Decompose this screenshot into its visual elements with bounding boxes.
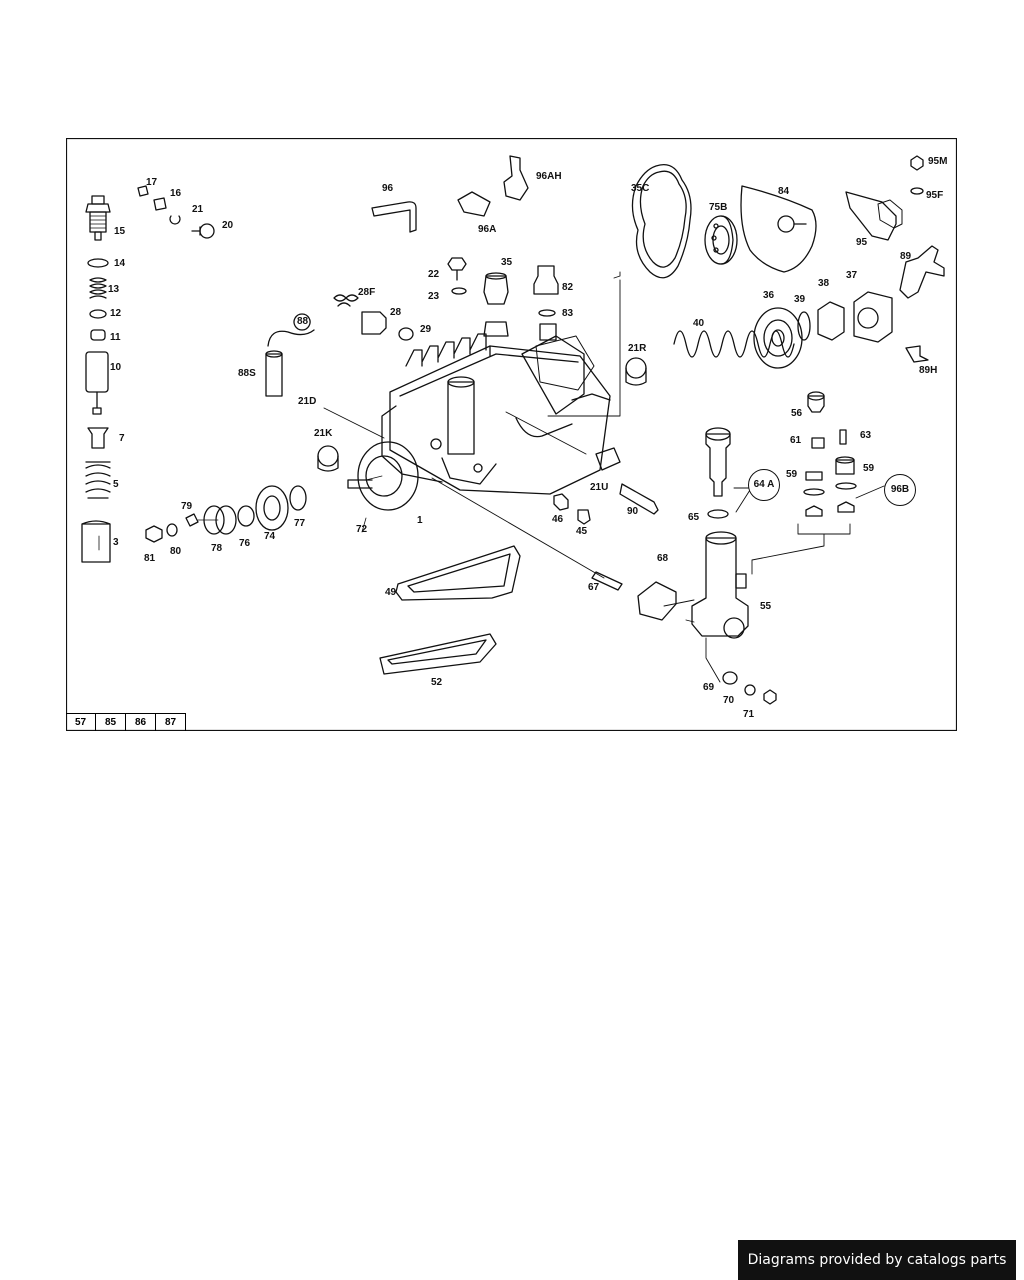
callout-38[interactable]: 38 xyxy=(818,278,830,289)
callout-23[interactable]: 23 xyxy=(428,291,440,302)
callout-69[interactable]: 69 xyxy=(703,682,715,693)
callout-81[interactable]: 81 xyxy=(144,553,156,564)
callout-68[interactable]: 68 xyxy=(657,553,669,564)
callout-21D[interactable]: 21D xyxy=(298,396,317,407)
callout-21U[interactable]: 21U xyxy=(590,482,609,493)
callout-11[interactable]: 11 xyxy=(110,332,121,343)
callout-45[interactable]: 45 xyxy=(576,526,588,537)
callout-16[interactable]: 16 xyxy=(170,188,182,199)
callout-67[interactable]: 67 xyxy=(588,582,600,593)
callout-71[interactable]: 71 xyxy=(743,709,755,720)
callout-35C[interactable]: 35C xyxy=(631,183,650,194)
reference-row: 57 85 86 87 xyxy=(66,713,186,731)
callout-37[interactable]: 37 xyxy=(846,270,858,281)
callout-96B[interactable]: 96B xyxy=(884,474,916,506)
callout-15[interactable]: 15 xyxy=(114,226,126,237)
footer-credit: Diagrams provided by catalogs parts xyxy=(738,1240,1016,1280)
callout-89[interactable]: 89 xyxy=(900,251,912,262)
callout-36[interactable]: 36 xyxy=(763,290,775,301)
callout-63[interactable]: 63 xyxy=(860,430,872,441)
callout-28F[interactable]: 28F xyxy=(358,287,376,298)
callout-59-left[interactable]: 59 xyxy=(786,469,798,480)
callout-3[interactable]: 3 xyxy=(113,537,119,548)
part-15 xyxy=(85,195,111,241)
callout-21[interactable]: 21 xyxy=(192,204,204,215)
callout-20[interactable]: 20 xyxy=(222,220,234,231)
callout-88S[interactable]: 88S xyxy=(238,368,256,379)
callout-95[interactable]: 95 xyxy=(856,237,868,248)
callout-59-right[interactable]: 59 xyxy=(863,463,875,474)
callout-79[interactable]: 79 xyxy=(181,501,193,512)
callout-55[interactable]: 55 xyxy=(760,601,772,612)
callout-13[interactable]: 13 xyxy=(108,284,120,295)
callout-95M[interactable]: 95M xyxy=(928,156,948,167)
callout-96[interactable]: 96 xyxy=(382,183,394,194)
ref-cell-87[interactable]: 87 xyxy=(156,713,186,731)
callout-21R[interactable]: 21R xyxy=(628,343,647,354)
pump-body xyxy=(381,333,611,495)
callout-84[interactable]: 84 xyxy=(778,186,790,197)
callout-65[interactable]: 65 xyxy=(688,512,700,523)
ref-cell-85[interactable]: 85 xyxy=(96,713,126,731)
callout-39[interactable]: 39 xyxy=(794,294,806,305)
callout-10[interactable]: 10 xyxy=(110,362,122,373)
callout-76[interactable]: 76 xyxy=(239,538,251,549)
callout-96AH[interactable]: 96AH xyxy=(536,171,562,182)
callout-29[interactable]: 29 xyxy=(420,324,432,335)
callout-22[interactable]: 22 xyxy=(428,269,440,280)
callout-75B[interactable]: 75B xyxy=(709,202,728,213)
callout-14[interactable]: 14 xyxy=(114,258,126,269)
callout-1[interactable]: 1 xyxy=(417,515,423,526)
callout-61[interactable]: 61 xyxy=(790,435,802,446)
callout-17[interactable]: 17 xyxy=(146,177,158,188)
callout-64A[interactable]: 64 A xyxy=(748,469,780,501)
callout-5[interactable]: 5 xyxy=(113,479,119,490)
callout-40[interactable]: 40 xyxy=(693,318,705,329)
ref-cell-86[interactable]: 86 xyxy=(126,713,156,731)
callout-46[interactable]: 46 xyxy=(552,514,564,525)
callout-96A[interactable]: 96A xyxy=(478,224,497,235)
callout-90[interactable]: 90 xyxy=(627,506,639,517)
callout-72[interactable]: 72 xyxy=(356,524,368,535)
callout-35[interactable]: 35 xyxy=(501,257,513,268)
callout-49[interactable]: 49 xyxy=(385,587,397,598)
callout-70[interactable]: 70 xyxy=(723,695,735,706)
callout-28[interactable]: 28 xyxy=(390,307,402,318)
callout-95F[interactable]: 95F xyxy=(926,190,944,201)
callout-89H[interactable]: 89H xyxy=(919,365,938,376)
diagram-drawing xyxy=(66,138,957,731)
callout-56[interactable]: 56 xyxy=(791,408,803,419)
callout-52[interactable]: 52 xyxy=(431,677,443,688)
callout-77[interactable]: 77 xyxy=(294,518,306,529)
exploded-parts-diagram: 17 16 21 20 15 14 13 12 11 10 7 5 3 96 9… xyxy=(66,138,957,731)
callout-78[interactable]: 78 xyxy=(211,543,223,554)
callout-12[interactable]: 12 xyxy=(110,308,122,319)
callout-74[interactable]: 74 xyxy=(264,531,276,542)
callout-21K[interactable]: 21K xyxy=(314,428,333,439)
callout-83[interactable]: 83 xyxy=(562,308,574,319)
callout-80[interactable]: 80 xyxy=(170,546,182,557)
callout-7[interactable]: 7 xyxy=(119,433,125,444)
callout-88[interactable]: 88 xyxy=(297,316,309,327)
ref-cell-57[interactable]: 57 xyxy=(66,713,96,731)
callout-82[interactable]: 82 xyxy=(562,282,574,293)
